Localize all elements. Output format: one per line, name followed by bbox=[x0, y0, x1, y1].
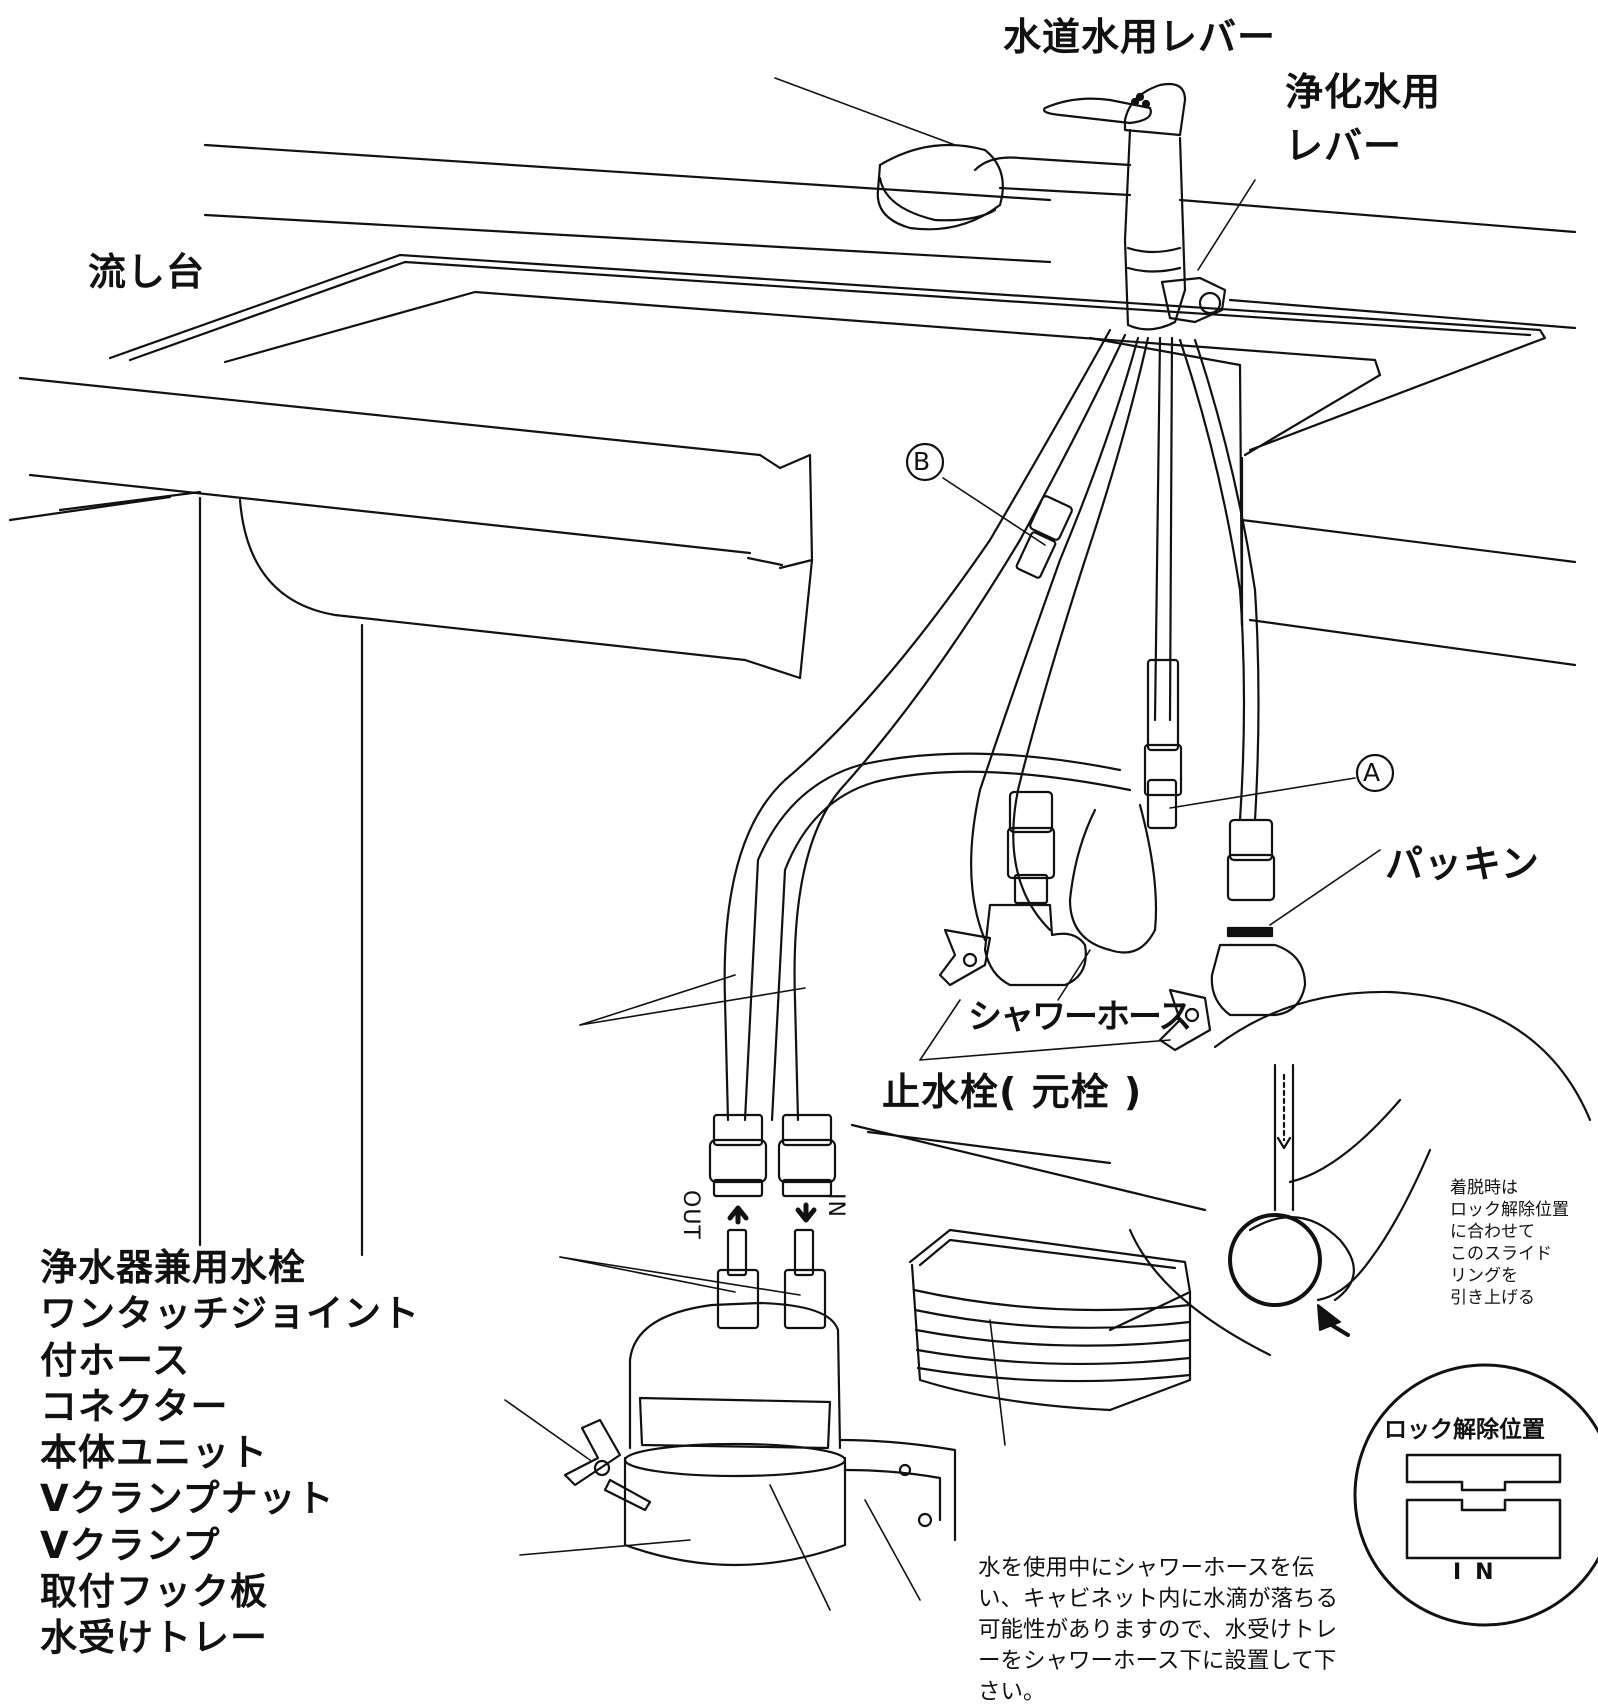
lock-badge bbox=[1317, 1304, 1598, 1627]
lock-in-label: IN bbox=[1453, 1560, 1508, 1585]
instruction-line: リングを bbox=[1450, 1266, 1518, 1286]
legend-item: Vクランプ bbox=[40, 1523, 221, 1567]
shower-hose-label: シャワーホース bbox=[968, 997, 1192, 1037]
legend-item: ワンタッチジョイント bbox=[40, 1292, 420, 1336]
tap-lever-label: 水道水用レバー bbox=[1003, 15, 1277, 59]
hoses bbox=[723, 328, 1260, 1122]
stop-valve-label: 止水栓( 元栓 ) bbox=[882, 1070, 1143, 1114]
instruction-line: ロック解除位置 bbox=[1450, 1200, 1569, 1220]
markers bbox=[905, 442, 1395, 793]
purified-lever-label-1: 浄化水用 bbox=[1285, 70, 1442, 114]
countertop bbox=[8, 143, 1577, 555]
stop-valves bbox=[938, 903, 1307, 1052]
in-label: IN bbox=[823, 1193, 848, 1218]
lower-joints bbox=[708, 1113, 837, 1330]
packing-label: パッキン bbox=[1385, 842, 1540, 886]
marker-a: A bbox=[1363, 758, 1382, 787]
out-label: OUT bbox=[678, 1190, 703, 1240]
instruction-line: このスライド bbox=[1450, 1244, 1552, 1264]
legend-item: 本体ユニット bbox=[40, 1431, 268, 1475]
legend-item: 水受けトレー bbox=[40, 1616, 268, 1660]
instruction-line: 着脱時は bbox=[1450, 1178, 1518, 1198]
parts-legend: 浄水器兼用水栓 ワンタッチジョイント 付ホース コネクター 本体ユニット Vクラ… bbox=[40, 1245, 420, 1662]
lock-position-title: ロック解除位置 bbox=[1384, 1417, 1545, 1443]
legend-item: Vクランプナット bbox=[40, 1477, 335, 1521]
filter-unit bbox=[563, 1301, 957, 1567]
connectors-top bbox=[1006, 495, 1276, 938]
legend-item: 付ホース bbox=[40, 1338, 191, 1382]
detail-circle bbox=[850, 990, 1592, 1357]
purified-lever-label-2: レバー bbox=[1285, 124, 1403, 168]
marker-b: B bbox=[913, 447, 932, 476]
detail-instruction: 着脱時は ロック解除位置 に合わせて このスライド リングを 引き上げる bbox=[1450, 1177, 1569, 1309]
legend-item: コネクター bbox=[40, 1384, 229, 1428]
cabinet bbox=[198, 336, 1577, 1257]
leader-lines bbox=[504, 77, 1381, 1611]
instruction-line: 引き上げる bbox=[1450, 1288, 1535, 1308]
instruction-line: に合わせて bbox=[1450, 1222, 1535, 1242]
faucet bbox=[876, 82, 1227, 331]
tray-note: 水を使用中にシャワーホースを伝い、キャビネット内に水滴が落ちる可能性がありますの… bbox=[978, 1555, 1339, 1705]
legend-item: 浄水器兼用水栓 bbox=[40, 1246, 306, 1289]
sink-label: 流し台 bbox=[88, 250, 206, 294]
legend-item: 取付フック板 bbox=[40, 1570, 268, 1614]
sink-basin bbox=[108, 253, 1547, 680]
water-tray bbox=[908, 1228, 1192, 1412]
